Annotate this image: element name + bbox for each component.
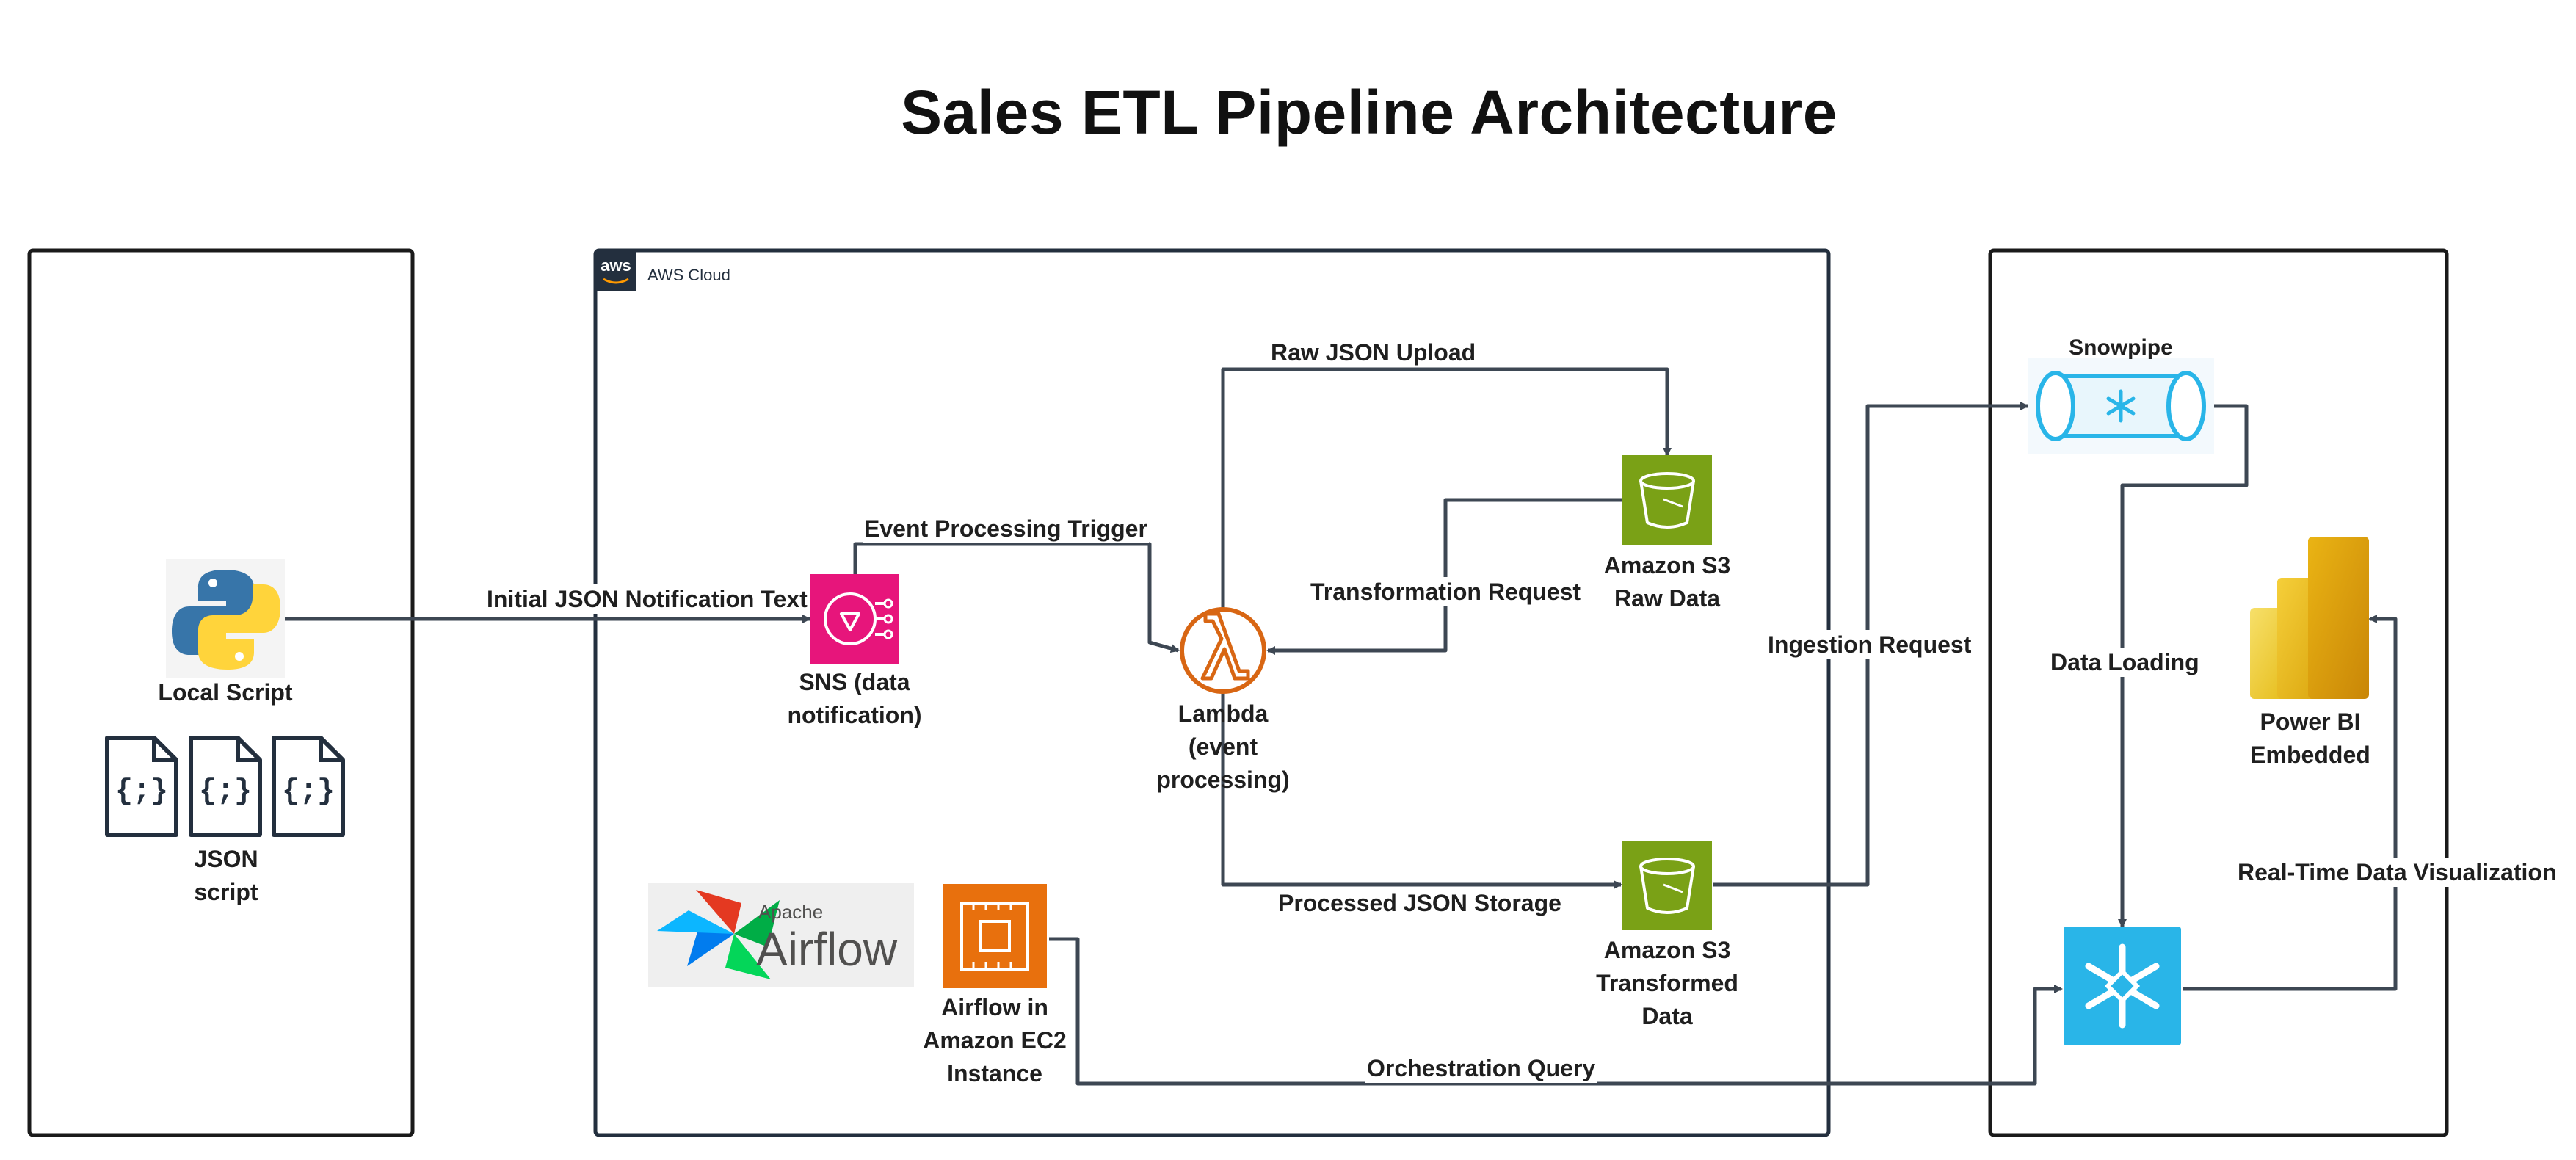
edge-realtime-visualization <box>2183 615 2398 991</box>
aws-cloud-container <box>593 248 1831 1137</box>
edge-label-processed-storage: Processed JSON Storage <box>1277 888 1563 918</box>
json-glyph-2: {;} <box>199 775 252 808</box>
edge-label-raw-upload: Raw JSON Upload <box>1269 338 1478 367</box>
snowflake-icon <box>2064 927 2181 1045</box>
apache-airflow-logo: Apache Airflow <box>648 883 914 987</box>
snowpipe-icon <box>2028 358 2214 454</box>
diagram-title: Sales ETL Pipeline Architecture <box>901 78 1837 147</box>
json-glyph-3: {;} <box>282 775 335 808</box>
power-bi-icon <box>2250 537 2369 699</box>
python-icon <box>166 559 285 678</box>
lambda-icon <box>1180 607 1266 694</box>
json-file-icon: {;} <box>189 736 262 837</box>
edge-transformation-request <box>1266 498 1622 655</box>
edge-label-ingestion-request: Ingestion Request <box>1766 630 1973 659</box>
local-environment-container <box>27 248 415 1137</box>
ec2-instance-icon <box>943 884 1047 988</box>
json-file-icons: {;} {;} {;} <box>105 736 345 837</box>
aws-logo-text: aws <box>601 256 631 275</box>
edge-processed-storage <box>1221 690 1622 889</box>
snowflake-container <box>1988 248 2449 1137</box>
edge-raw-upload <box>1221 367 1672 633</box>
edge-label-realtime-visualization: Real-Time Data Visualization <box>2236 858 2558 887</box>
edge-label-event-trigger: Event Processing Trigger <box>863 514 1149 543</box>
edge-event-trigger <box>853 542 1180 653</box>
edge-label-data-loading: Data Loading <box>2049 648 2201 677</box>
sns-icon <box>810 574 899 664</box>
edge-orchestration-query <box>1049 937 2063 1086</box>
json-glyph-1: {;} <box>115 775 168 808</box>
edge-data-loading <box>2118 404 2249 928</box>
json-file-icon: {;} <box>272 736 345 837</box>
local-script-label: Local Script <box>158 679 293 706</box>
aws-cloud-label: AWS Cloud <box>647 266 730 284</box>
airflow-logo-wordmark: Airflow <box>756 923 898 976</box>
s3-transformed-bucket-icon <box>1622 841 1712 930</box>
edge-label-orchestration-query: Orchestration Query <box>1365 1054 1597 1083</box>
json-file-icon: {;} <box>105 736 178 837</box>
airflow-logo-apache: Apache <box>758 901 823 923</box>
edge-label-transformation-request: Transformation Request <box>1309 577 1583 606</box>
aws-logo-icon: aws <box>595 250 636 291</box>
edge-label-initial-notification: Initial JSON Notification Text <box>485 584 809 614</box>
snowpipe-label: Snowpipe <box>2069 336 2173 360</box>
s3-raw-bucket-icon <box>1622 455 1712 545</box>
